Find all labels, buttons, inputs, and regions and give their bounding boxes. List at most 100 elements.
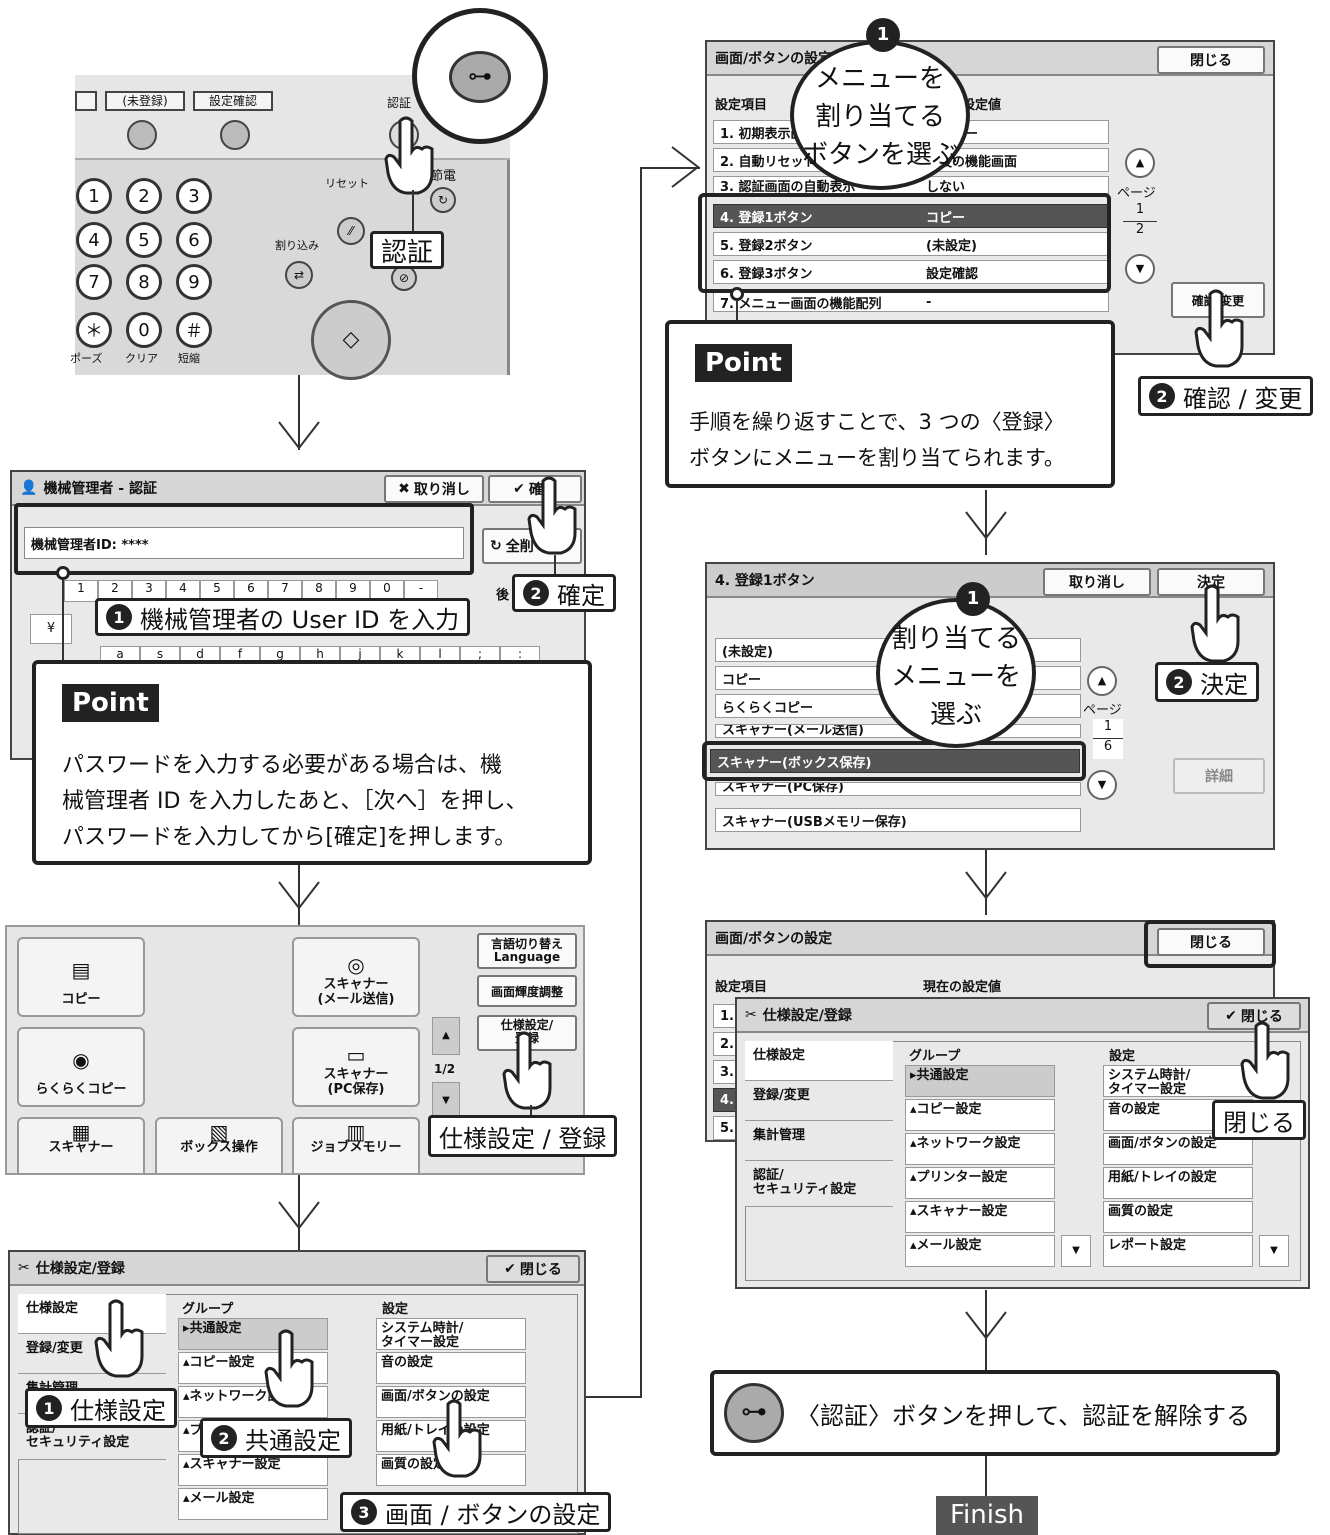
group-common[interactable]: ▸共通設定: [905, 1065, 1055, 1097]
menu-item-selected[interactable]: スキャナー(ボックス保存): [710, 749, 1080, 773]
scroll-down-button[interactable]: ▼: [1061, 1235, 1091, 1267]
unregistered-button[interactable]: [127, 120, 157, 150]
auth-key-icon: ⊶: [724, 1383, 784, 1443]
side-tab-register[interactable]: 登録/変更: [745, 1081, 893, 1121]
language-button[interactable]: 言語切り替え Language: [477, 933, 577, 969]
yen-key[interactable]: ¥: [30, 614, 72, 644]
setting-paper[interactable]: 用紙/トレイの設定: [1103, 1167, 1253, 1199]
group-scanner[interactable]: ▴スキャナー設定: [905, 1201, 1055, 1233]
key-3[interactable]: 3: [176, 178, 212, 214]
scroll-down-button[interactable]: ▼: [1087, 770, 1117, 800]
tile-scanner-pc[interactable]: ▭スキャナー (PC保存): [292, 1027, 420, 1107]
scroll-down-button[interactable]: ▼: [1125, 254, 1155, 284]
key-9[interactable]: 9: [176, 264, 212, 300]
scroll-down-button[interactable]: ▼: [432, 1082, 460, 1120]
back-label: 後: [496, 588, 510, 603]
tile-job-memory[interactable]: ▥ジョブメモリー: [292, 1117, 420, 1173]
confirm-button[interactable]: ✔確定: [488, 475, 582, 503]
setting-row[interactable]: 4. 登録1ボタンコピー: [713, 204, 1109, 228]
cancel-button[interactable]: 取り消し: [1043, 568, 1151, 596]
group-label: 共通設定: [916, 1068, 969, 1083]
bubble-choose-button: メニューを 割り当てる ボタンを選ぶ: [790, 40, 970, 190]
setting-clock[interactable]: システム時計/ タイマー設定: [1103, 1065, 1253, 1097]
cancel-label: 取り消し: [413, 482, 470, 498]
group-header: グループ: [909, 1049, 961, 1064]
scroll-up-button[interactable]: ▲: [1087, 666, 1117, 696]
scroll-down-button[interactable]: ▼: [1259, 1235, 1289, 1267]
scroll-up-button[interactable]: ▲: [432, 1017, 460, 1055]
side-tab-accounting[interactable]: 集計管理: [745, 1121, 893, 1161]
key-5[interactable]: 5: [126, 222, 162, 258]
tile-scanner[interactable]: ▦スキャナー: [17, 1117, 145, 1173]
kb-key[interactable]: 5: [200, 580, 234, 602]
key-6[interactable]: 6: [176, 222, 212, 258]
group-copy[interactable]: ▴コピー設定: [905, 1099, 1055, 1131]
pointing-hand-icon: [1240, 1021, 1290, 1100]
key-8[interactable]: 8: [126, 264, 162, 300]
check-icon: ✔: [513, 481, 525, 497]
step2-text: 決定: [1200, 670, 1248, 699]
group-mail[interactable]: ▴メール設定: [178, 1488, 328, 1520]
tile-easy-copy[interactable]: ◉らくらくコピー: [17, 1027, 145, 1107]
key-hash[interactable]: ＃: [176, 312, 212, 348]
brightness-button[interactable]: 画面輝度調整: [477, 975, 577, 1007]
setting-screen-button[interactable]: 画面/ボタンの設定: [1103, 1133, 1253, 1165]
tile-copy[interactable]: ▤コピー: [17, 937, 145, 1017]
group-common[interactable]: ▸共通設定: [178, 1318, 328, 1350]
spec-close-button[interactable]: ✔閉じる: [486, 1255, 580, 1283]
arrow-icon: ▴: [910, 1204, 917, 1219]
settings-confirm-label: 設定確認: [193, 91, 273, 111]
scroll-up-button[interactable]: ▲: [1125, 148, 1155, 178]
row-item: 6. 登録3ボタン: [720, 266, 813, 282]
kb-key[interactable]: 6: [234, 580, 268, 602]
check-icon: ✔: [1225, 1008, 1237, 1024]
key-2[interactable]: 2: [126, 178, 162, 214]
inner-close-button[interactable]: ✔閉じる: [1207, 1002, 1301, 1030]
tile-scanner-mail[interactable]: ◎スキャナー (メール送信): [292, 937, 420, 1017]
side-tab-security[interactable]: 認証/ セキュリティ設定: [745, 1161, 893, 1207]
close-button[interactable]: 閉じる: [1157, 928, 1265, 956]
keyboard-row: 1 2 3 4 5 6 7 8 9 0 -: [64, 580, 464, 602]
reset-button[interactable]: ⁄⁄: [337, 217, 365, 245]
key-7[interactable]: 7: [76, 264, 112, 300]
key-4[interactable]: 4: [76, 222, 112, 258]
key-0[interactable]: 0: [126, 312, 162, 348]
admin-id-field[interactable]: 機械管理者ID: ****: [24, 527, 464, 559]
kb-key[interactable]: 0: [370, 580, 404, 602]
row-item: 4. 登録1ボタン: [720, 210, 813, 226]
menu-item[interactable]: スキャナー(USBメモリー保存): [715, 808, 1081, 832]
detail-button[interactable]: 詳細: [1173, 758, 1265, 794]
decide-button[interactable]: 決定: [1157, 568, 1265, 596]
pointing-hand-icon: [527, 476, 577, 555]
setting-clock[interactable]: システム時計/ タイマー設定: [376, 1318, 526, 1350]
setting-report[interactable]: レポート設定: [1103, 1235, 1253, 1267]
key-asterisk[interactable]: ＊: [76, 312, 112, 348]
menu-item[interactable]: スキャナー(PC保存): [715, 782, 1081, 796]
setting-sound[interactable]: 音の設定: [376, 1352, 526, 1384]
setting-row[interactable]: 7. メニュー画面の機能配列-: [713, 292, 1109, 312]
group-scanner[interactable]: ▴スキャナー設定: [178, 1454, 328, 1486]
kb-key[interactable]: s: [140, 646, 180, 664]
scanner-icon: ▦: [71, 1120, 91, 1144]
side-tab-spec[interactable]: 仕様設定: [745, 1041, 893, 1081]
kb-key[interactable]: 3: [132, 580, 166, 602]
group-mail[interactable]: ▴メール設定: [905, 1235, 1055, 1267]
group-printer[interactable]: ▴プリンター設定: [905, 1167, 1055, 1199]
key-1[interactable]: 1: [76, 178, 112, 214]
arrow-icon: ▴: [183, 1491, 190, 1506]
group-network[interactable]: ▴ネットワーク設定: [905, 1133, 1055, 1165]
setting-quality[interactable]: 画質の設定: [1103, 1201, 1253, 1233]
admin-id-frame: 機械管理者ID: ****: [14, 503, 474, 575]
power-save-button[interactable]: ↻: [430, 187, 456, 213]
kb-key[interactable]: 1: [64, 580, 98, 602]
close-button[interactable]: 閉じる: [1157, 46, 1265, 74]
tile-box[interactable]: ▧ボックス操作: [155, 1117, 283, 1173]
interrupt-button[interactable]: ⇄: [285, 261, 313, 289]
cancel-button[interactable]: ✖取り消し: [384, 475, 484, 503]
setting-row[interactable]: 5. 登録2ボタン(未設定): [713, 232, 1109, 256]
start-button[interactable]: ◇: [311, 300, 391, 380]
side-tab-spec[interactable]: 仕様設定: [18, 1294, 166, 1334]
settings-confirm-button[interactable]: [220, 120, 250, 150]
step2-text: 共通設定: [245, 1426, 341, 1455]
